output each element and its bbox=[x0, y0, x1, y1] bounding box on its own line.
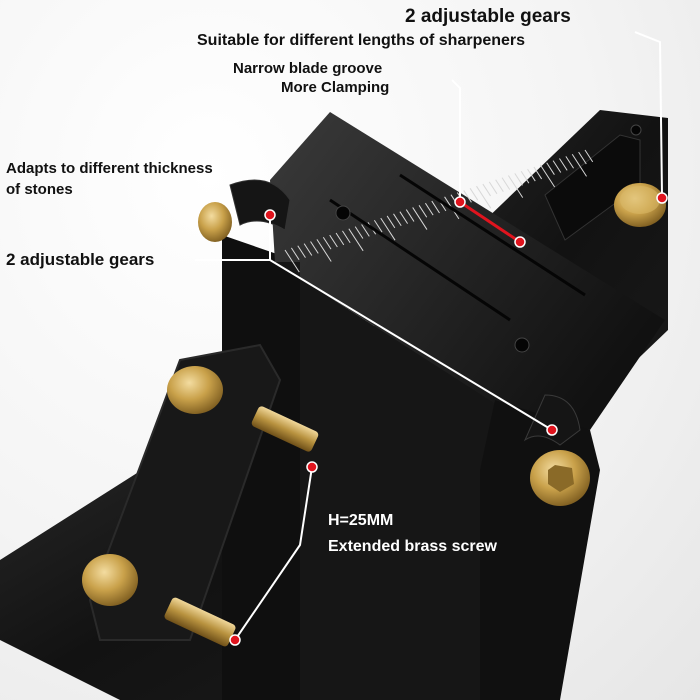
ruler-tick bbox=[342, 230, 351, 244]
ruler-tick bbox=[488, 181, 498, 195]
ruler-tick bbox=[354, 226, 364, 239]
ruler-tick bbox=[559, 158, 568, 171]
side-gears-title: 2 adjustable gears bbox=[6, 250, 155, 269]
stones-line-1: Adapts to different thickness bbox=[6, 160, 213, 177]
ruler-tick bbox=[469, 188, 479, 201]
ruler-tick bbox=[322, 236, 332, 250]
ruler-scale bbox=[284, 149, 594, 273]
ruler-tick bbox=[546, 162, 555, 175]
ruler-tick bbox=[501, 177, 511, 190]
ruler-tick bbox=[335, 232, 345, 246]
ruler-tick bbox=[425, 202, 434, 216]
right-hook bbox=[523, 394, 581, 446]
ruler-tick bbox=[520, 171, 530, 184]
annotation-lines bbox=[195, 31, 663, 641]
plate-knob-lower bbox=[82, 554, 138, 606]
top-gears-title: 2 adjustable gears bbox=[405, 6, 571, 27]
ruler-tick bbox=[310, 241, 319, 254]
ruler-tick bbox=[514, 173, 523, 186]
ruler-tick bbox=[418, 205, 428, 218]
annotation-dots bbox=[229, 192, 668, 646]
ruler-tick bbox=[329, 234, 338, 248]
ruler-tick bbox=[463, 190, 472, 203]
ruler-tick bbox=[399, 211, 409, 224]
clamp-top bbox=[270, 112, 665, 430]
top-gears-description: Suitable for different lengths of sharpe… bbox=[197, 32, 526, 49]
left-brass-knob bbox=[198, 202, 232, 242]
ruler-tick bbox=[348, 228, 364, 252]
ruler-tick bbox=[578, 151, 587, 165]
screw-height-label: H=25MM bbox=[328, 512, 394, 529]
plate-knob-upper bbox=[167, 366, 223, 414]
ruler-tick bbox=[539, 164, 556, 188]
ruler-tick bbox=[405, 209, 415, 222]
clamp-pillar bbox=[480, 400, 600, 700]
ruler-tick bbox=[431, 200, 440, 214]
ruler-tick bbox=[412, 207, 428, 230]
brass-screw-lower bbox=[164, 597, 236, 647]
rail-slot bbox=[544, 134, 641, 241]
clamp-front bbox=[275, 262, 520, 700]
ruler-tick bbox=[495, 179, 504, 192]
ruler-tick bbox=[297, 245, 306, 258]
ruler-tick bbox=[386, 215, 396, 229]
ruler-tick bbox=[380, 217, 396, 241]
ruler-tick bbox=[533, 166, 543, 180]
ruler-tick bbox=[361, 224, 370, 237]
screw-description: Extended brass screw bbox=[328, 538, 497, 555]
ruler-tick bbox=[552, 160, 562, 173]
ruler-tick bbox=[393, 213, 402, 227]
ruler-tick bbox=[571, 153, 587, 177]
ruler-tick bbox=[565, 156, 574, 169]
stones-line-2: of stones bbox=[6, 181, 73, 198]
groove-line-2: More Clamping bbox=[281, 79, 390, 96]
clamp-plate bbox=[88, 343, 282, 641]
ruler-tick bbox=[303, 243, 313, 256]
groove-line-1: Narrow blade groove bbox=[233, 60, 383, 77]
ruler-tick bbox=[373, 219, 383, 233]
groove-width-marker bbox=[459, 200, 521, 244]
ruler-tick bbox=[482, 183, 491, 197]
ruler-tick bbox=[290, 247, 300, 261]
ruler-tick bbox=[284, 249, 300, 273]
ruler-tick bbox=[507, 175, 524, 198]
ruler-tick bbox=[476, 185, 492, 209]
ruler-tick bbox=[316, 239, 332, 262]
ruler-tick bbox=[527, 168, 536, 182]
brass-screw-upper bbox=[251, 406, 319, 452]
ruler-tick bbox=[584, 149, 594, 163]
